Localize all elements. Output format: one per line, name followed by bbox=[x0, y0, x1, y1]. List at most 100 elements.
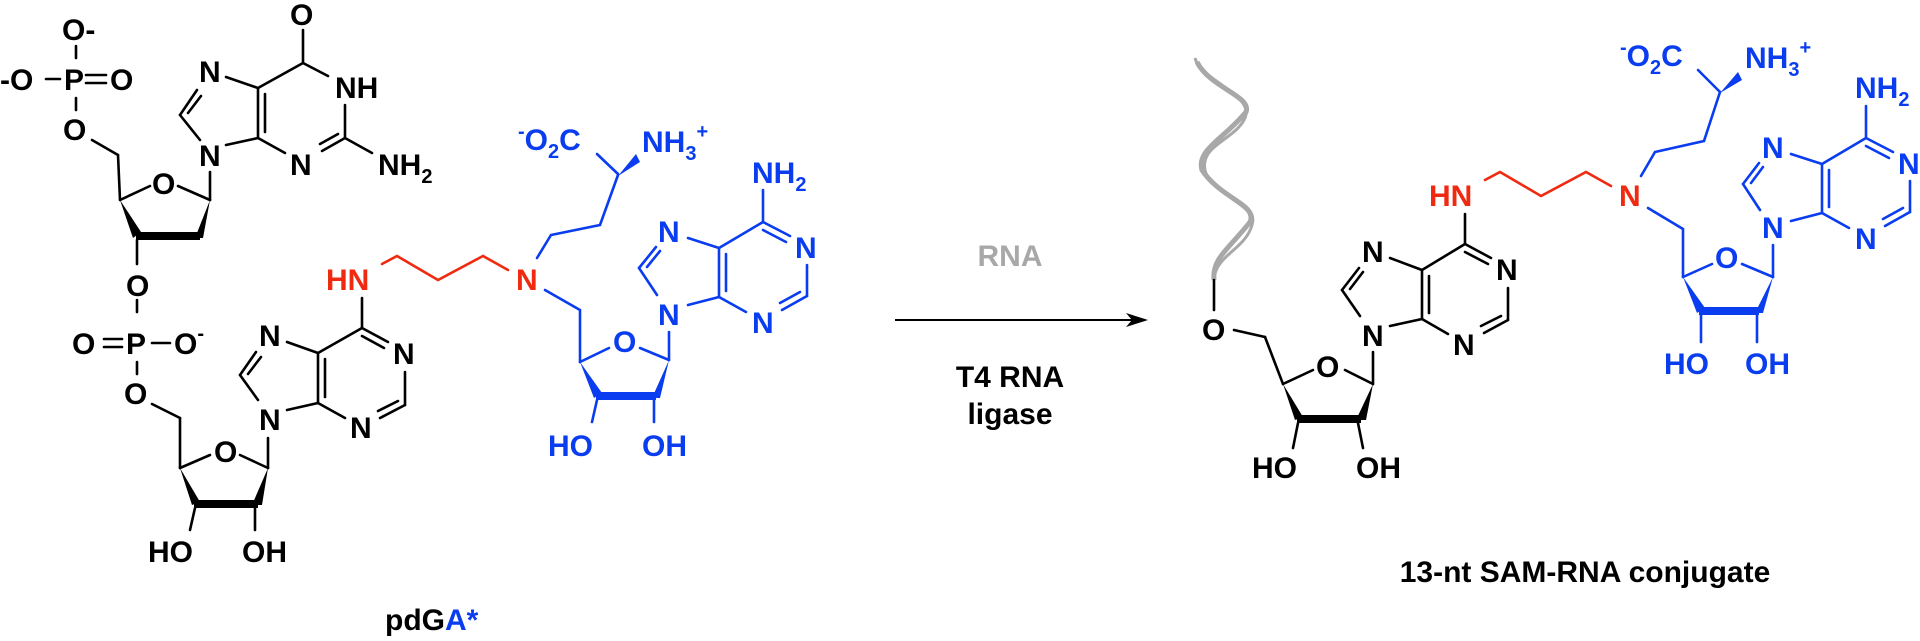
bond bbox=[1820, 136, 1868, 166]
atom-nh: NH bbox=[335, 72, 378, 105]
sam-moiety: -O2C NH3+ O HO OH N N N N NH2 bbox=[518, 121, 817, 463]
atom-ammonium: NH3+ bbox=[642, 121, 708, 165]
bond bbox=[1789, 152, 1824, 166]
bond bbox=[238, 350, 258, 377]
bond bbox=[1340, 266, 1361, 292]
wedge-bond bbox=[580, 362, 602, 398]
atom-n: N bbox=[1496, 254, 1518, 287]
bond bbox=[178, 113, 202, 142]
bond bbox=[717, 220, 765, 250]
atom-o: O bbox=[72, 328, 95, 361]
bond bbox=[256, 136, 287, 155]
bond bbox=[1749, 165, 1765, 185]
bond bbox=[316, 326, 364, 355]
propyl-linker: HN N bbox=[1429, 170, 1641, 213]
bond bbox=[1232, 328, 1267, 339]
bond bbox=[285, 340, 320, 355]
product-label: 13-nt SAM-RNA conjugate bbox=[1400, 556, 1771, 589]
reactant-structure: O- -O P O O O O N bbox=[0, 0, 817, 637]
arrowhead-icon bbox=[1126, 313, 1148, 327]
bond bbox=[343, 136, 374, 155]
atom-nh2: NH2 bbox=[378, 149, 432, 188]
atom-o: O bbox=[126, 270, 149, 303]
atom-oh: OH bbox=[1745, 348, 1790, 381]
wedge-bond bbox=[195, 200, 210, 238]
atom-o: O bbox=[110, 64, 133, 97]
bond bbox=[178, 88, 199, 117]
wedge-bond bbox=[120, 200, 141, 238]
bond bbox=[318, 132, 340, 146]
sam-moiety: -O2C NH3+ O HO OH N N N N NH2 bbox=[1620, 37, 1920, 381]
atom-o: O bbox=[613, 326, 636, 359]
bond bbox=[590, 398, 599, 424]
atom-n: N bbox=[1855, 223, 1877, 256]
wedge-bond bbox=[1755, 277, 1773, 313]
bond bbox=[1388, 256, 1424, 272]
bond bbox=[224, 136, 260, 147]
bond bbox=[186, 94, 203, 115]
wedge-bond bbox=[618, 154, 640, 176]
atom-o-minus: O- bbox=[174, 323, 204, 361]
atom-carboxylate: -O2C bbox=[518, 121, 581, 163]
wedge-bond bbox=[1283, 384, 1303, 420]
wedge-bond bbox=[136, 232, 200, 240]
wedge-bond bbox=[1297, 415, 1361, 423]
wedge-bond bbox=[1699, 307, 1759, 315]
arrow-condition-enzyme: T4 RNA bbox=[956, 361, 1064, 394]
reaction-arrow: RNA T4 RNA ligase bbox=[895, 240, 1148, 431]
bond bbox=[780, 294, 809, 312]
bond bbox=[380, 254, 510, 282]
wedge-bond bbox=[596, 392, 656, 400]
bond bbox=[1291, 421, 1300, 450]
product-structure: O O HO OH N N N N bbox=[1193, 37, 1920, 589]
phosphate-diester: O P O- O bbox=[72, 323, 204, 411]
bond bbox=[637, 245, 658, 270]
atom-ho: HO bbox=[548, 430, 593, 463]
atom-o: O bbox=[1316, 351, 1339, 384]
rna-strand-icon bbox=[1193, 57, 1255, 312]
atom-n: N bbox=[1898, 148, 1920, 181]
atom-n: N bbox=[795, 232, 817, 265]
atom-ho: HO bbox=[148, 536, 193, 569]
atom-ammonium: NH3+ bbox=[1745, 37, 1811, 81]
bond bbox=[246, 355, 263, 376]
adenine-base: N N N N bbox=[1340, 212, 1518, 362]
bond bbox=[1639, 90, 1722, 178]
atom-o: O bbox=[214, 436, 237, 469]
bond bbox=[1340, 288, 1362, 318]
atom-n: N bbox=[199, 56, 221, 89]
atom-o: O bbox=[1202, 314, 1225, 347]
atom-n: N bbox=[1762, 212, 1784, 245]
atom-p: P bbox=[126, 328, 146, 361]
bond bbox=[360, 334, 386, 350]
bond bbox=[686, 236, 721, 250]
bond bbox=[1646, 206, 1685, 279]
bond bbox=[578, 346, 611, 364]
atom-p: P bbox=[64, 64, 84, 97]
bond bbox=[116, 153, 122, 202]
bond bbox=[90, 138, 120, 157]
bond bbox=[645, 249, 662, 269]
bond bbox=[1348, 270, 1365, 291]
atom-oh: OH bbox=[242, 536, 287, 569]
atom-o-minus: O- bbox=[62, 14, 95, 47]
wedge-bond bbox=[1356, 384, 1373, 420]
atom-n: N bbox=[658, 216, 680, 249]
ribose-ring: O HO OH bbox=[1252, 335, 1401, 485]
bond bbox=[637, 266, 659, 297]
atom-hn: HN bbox=[1429, 180, 1472, 213]
bond bbox=[256, 61, 305, 90]
bond bbox=[1463, 242, 1493, 260]
bond bbox=[238, 373, 260, 402]
bond bbox=[378, 403, 407, 420]
bond bbox=[1864, 136, 1895, 154]
bond bbox=[118, 184, 152, 202]
atom-n: N bbox=[290, 149, 312, 182]
atom-n: N bbox=[259, 404, 281, 437]
atom-o: O bbox=[1715, 242, 1738, 275]
bond bbox=[360, 326, 390, 344]
bond bbox=[1420, 317, 1450, 336]
bond bbox=[1263, 335, 1285, 386]
bond bbox=[1388, 317, 1424, 328]
